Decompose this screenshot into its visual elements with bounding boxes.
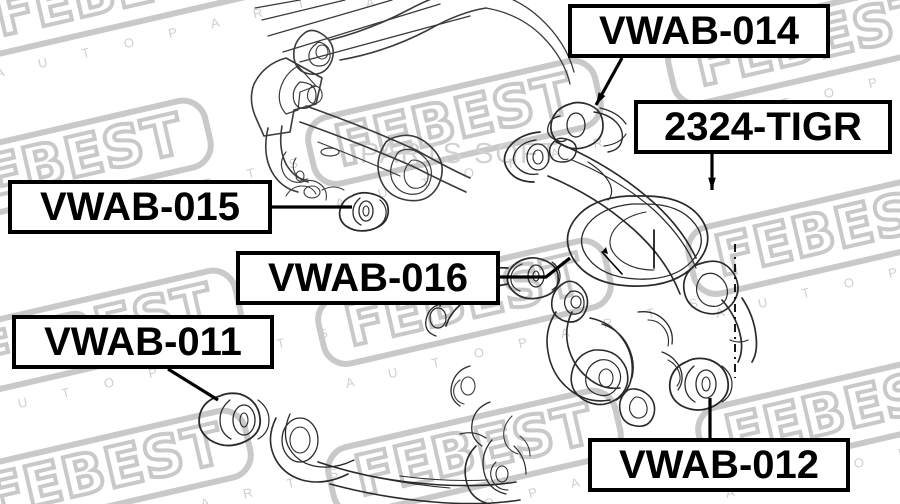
part-label-vwab-011[interactable]: VWAB-011 xyxy=(12,315,274,369)
part-label-vwab-012[interactable]: VWAB-012 xyxy=(588,438,850,492)
part-label-vwab-016[interactable]: VWAB-016 xyxy=(236,251,500,305)
part-number-text: VWAB-014 xyxy=(598,8,800,53)
part-number-text: VWAB-015 xyxy=(39,184,241,229)
part-number-text: VWAB-011 xyxy=(44,319,242,364)
part-label-vwab-014[interactable]: VWAB-014 xyxy=(568,4,830,58)
part-number-text: VWAB-016 xyxy=(267,255,469,300)
part-number-text: 2324-TIGR xyxy=(664,104,862,149)
part-label-2324-tigr[interactable]: 2324-TIGR xyxy=(634,100,892,154)
part-label-vwab-015[interactable]: VWAB-015 xyxy=(8,180,272,234)
part-number-text: VWAB-012 xyxy=(618,442,820,487)
